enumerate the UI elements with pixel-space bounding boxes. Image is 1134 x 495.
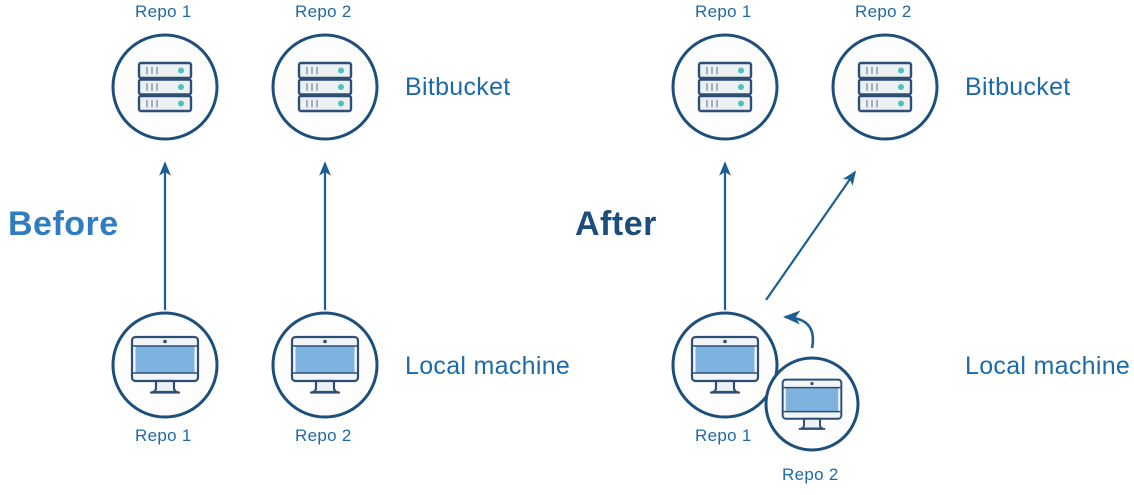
after-local-repo-2-node	[764, 356, 860, 452]
server-icon	[297, 61, 353, 113]
before-title: Before	[8, 205, 119, 243]
before-connections	[159, 161, 331, 310]
arrow-local2-to-local1-curved	[782, 310, 815, 349]
before-local-machine-row-label: Local machine	[405, 352, 571, 380]
before-local-repo-1-label: Repo 1	[135, 426, 192, 445]
after-remote-repo-2-label: Repo 2	[855, 2, 912, 21]
arrow-local1-to-remote2	[765, 170, 857, 301]
before-bitbucket-row-label: Bitbucket	[405, 73, 511, 101]
after-local-repo-2-label: Repo 2	[782, 465, 839, 484]
after-local-repo-1-node	[671, 311, 779, 419]
before-remote-repo-1-node	[111, 33, 219, 141]
after-remote-repo-2-node	[831, 33, 939, 141]
before-local-repo-2-label: Repo 2	[295, 426, 352, 445]
before-remote-repo-2-node	[271, 33, 379, 141]
server-icon	[857, 61, 913, 113]
before-local-repo-1-node	[111, 311, 219, 419]
server-icon	[137, 61, 193, 113]
after-bitbucket-row-label: Bitbucket	[965, 73, 1071, 101]
after-remote-repo-1-label: Repo 1	[695, 2, 752, 21]
after-local-machine-row-label: Local machine	[965, 352, 1131, 380]
after-local-repo-1-label: Repo 1	[695, 426, 752, 445]
before-remote-repo-2-label: Repo 2	[295, 2, 352, 21]
after-connections	[719, 161, 857, 349]
server-icon	[697, 61, 753, 113]
before-local-repo-2-node	[271, 311, 379, 419]
after-title: After	[575, 205, 657, 243]
before-remote-repo-1-label: Repo 1	[135, 2, 192, 21]
after-remote-repo-1-node	[671, 33, 779, 141]
